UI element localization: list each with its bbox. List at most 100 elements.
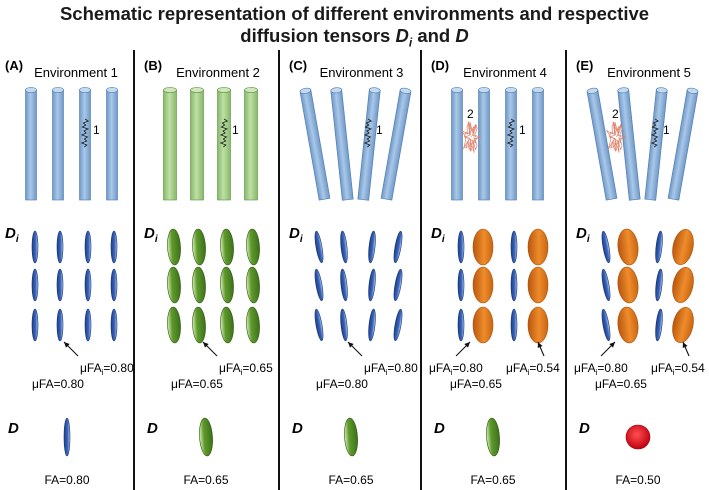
diffusion-tensor-di [472, 266, 494, 304]
annotation-mufa-i: μFAi=0.80 [364, 361, 418, 377]
environment-title: Environment 5 [607, 65, 691, 80]
di-symbol: Di [576, 225, 590, 245]
fiber-1 [650, 118, 660, 148]
panel-letter: (E) [576, 58, 593, 73]
diffusion-tensor-di [314, 230, 324, 264]
panel-letter: (B) [144, 58, 162, 73]
axon-cylinder [451, 87, 463, 201]
title-line-1: Schematic representation of different en… [59, 3, 650, 24]
diffusion-tensor-di [246, 266, 260, 304]
cylinder-top [399, 87, 412, 94]
cylinder-body [667, 89, 699, 201]
cylinder-top [106, 87, 118, 93]
diffusion-tensor-di [84, 268, 92, 302]
diffusion-tensor-di [340, 308, 348, 342]
cylinder-body [217, 89, 231, 201]
axon-cylinder [532, 87, 544, 201]
cylinder-body [380, 89, 412, 201]
diffusion-tensor-di [527, 228, 549, 266]
cylinder-top [478, 87, 490, 93]
diffusion-tensor-di [84, 230, 92, 264]
diffusion-tensor-di [220, 228, 234, 266]
axon-cylinder [106, 87, 118, 201]
environment-title: Environment 4 [463, 65, 547, 80]
arrow-head [682, 342, 688, 348]
diffusion-tensor-di [31, 268, 39, 302]
environment-title: Environment 2 [176, 65, 260, 80]
title-di-symbol: Di [395, 25, 413, 50]
environment-title: Environment 1 [34, 65, 118, 80]
diffusion-tensor-di [457, 230, 465, 264]
diffusion-tensor-di [672, 266, 694, 304]
panel-letter: (C) [289, 58, 307, 73]
title-line-2-text: diffusion tensors [240, 25, 396, 46]
arrow-head [464, 342, 470, 348]
axon-cylinder [217, 87, 231, 201]
diffusion-tensor-di [340, 230, 348, 264]
axon-cylinder [244, 87, 258, 201]
mufa-value: μFA=0.65 [595, 377, 647, 391]
cylinder-body [505, 89, 517, 201]
cylinder-body [163, 89, 177, 201]
annotation-arrow [347, 341, 363, 357]
diffusion-tensor-di [672, 228, 694, 266]
diffusion-tensor-di [314, 308, 324, 342]
mufa-value: μFA=0.80 [32, 377, 84, 391]
cylinder-top [368, 87, 381, 94]
diffusion-tensor-di [527, 306, 549, 344]
fa-value: FA=0.80 [44, 473, 89, 487]
diffusion-tensor-di [510, 230, 518, 264]
diffusion-tensor-di [110, 230, 118, 264]
fa-value: FA=0.65 [470, 473, 515, 487]
arrow-head [348, 342, 354, 348]
diffusion-tensor-di [601, 308, 611, 342]
fa-value: FA=0.50 [615, 473, 660, 487]
cylinder-body [25, 89, 37, 201]
axon-cylinder [667, 87, 699, 201]
diffusion-tensor-di [601, 230, 611, 264]
axon-cylinder [644, 87, 668, 201]
diffusion-tensor-di [192, 306, 206, 344]
diffusion-tensor-di [84, 308, 92, 342]
axon-cylinder [163, 87, 177, 201]
diffusion-tensor-d [199, 417, 213, 457]
d-symbol: D [147, 420, 158, 437]
diffusion-tensor-di [457, 268, 465, 302]
fiber-strand [609, 122, 626, 152]
cylinder-top [532, 87, 544, 93]
panel-dividers [133, 50, 567, 490]
axon-cylinder [505, 87, 517, 201]
fiber-label-1: 1 [232, 123, 239, 137]
panel-b: (B)Environment 21DiμFAi=0.65μFA=0.65DFA=… [144, 58, 273, 487]
fiber-2 [605, 121, 626, 153]
annotation-mufa-i: μFAi=0.65 [219, 361, 273, 377]
axon-cylinder [357, 87, 381, 201]
fiber-label-1: 1 [519, 123, 526, 137]
fiber-label-2: 2 [467, 107, 474, 121]
diffusion-tensor-di [167, 266, 181, 304]
diffusion-tensor-di [601, 268, 611, 302]
arrow-head [203, 342, 209, 348]
diffusion-tensor-di [246, 306, 260, 344]
environment-title: Environment 3 [320, 65, 404, 80]
fiber-label-1: 1 [376, 123, 383, 137]
cylinder-top [330, 87, 343, 94]
fiber-strand [464, 122, 481, 152]
annotation-arrow [455, 341, 471, 357]
annotation-mufa-i: μFAi=0.80 [574, 361, 628, 377]
diffusion-tensor-di [617, 228, 639, 266]
diffusion-tensor-di [472, 228, 494, 266]
cylinder-top [190, 87, 204, 93]
diffusion-tensor-di [31, 308, 39, 342]
diffusion-tensor-di [510, 308, 518, 342]
fiber-label-2: 2 [612, 107, 619, 121]
axon-cylinder [478, 87, 490, 201]
diffusion-tensor-di [56, 308, 64, 342]
cylinder-body [244, 89, 258, 201]
diffusion-tensor-di [393, 230, 403, 264]
diffusion-tensor-di [368, 308, 376, 342]
diffusion-tensor-di [220, 266, 234, 304]
diffusion-tensor-di [672, 306, 694, 344]
axon-cylinder [586, 87, 618, 201]
